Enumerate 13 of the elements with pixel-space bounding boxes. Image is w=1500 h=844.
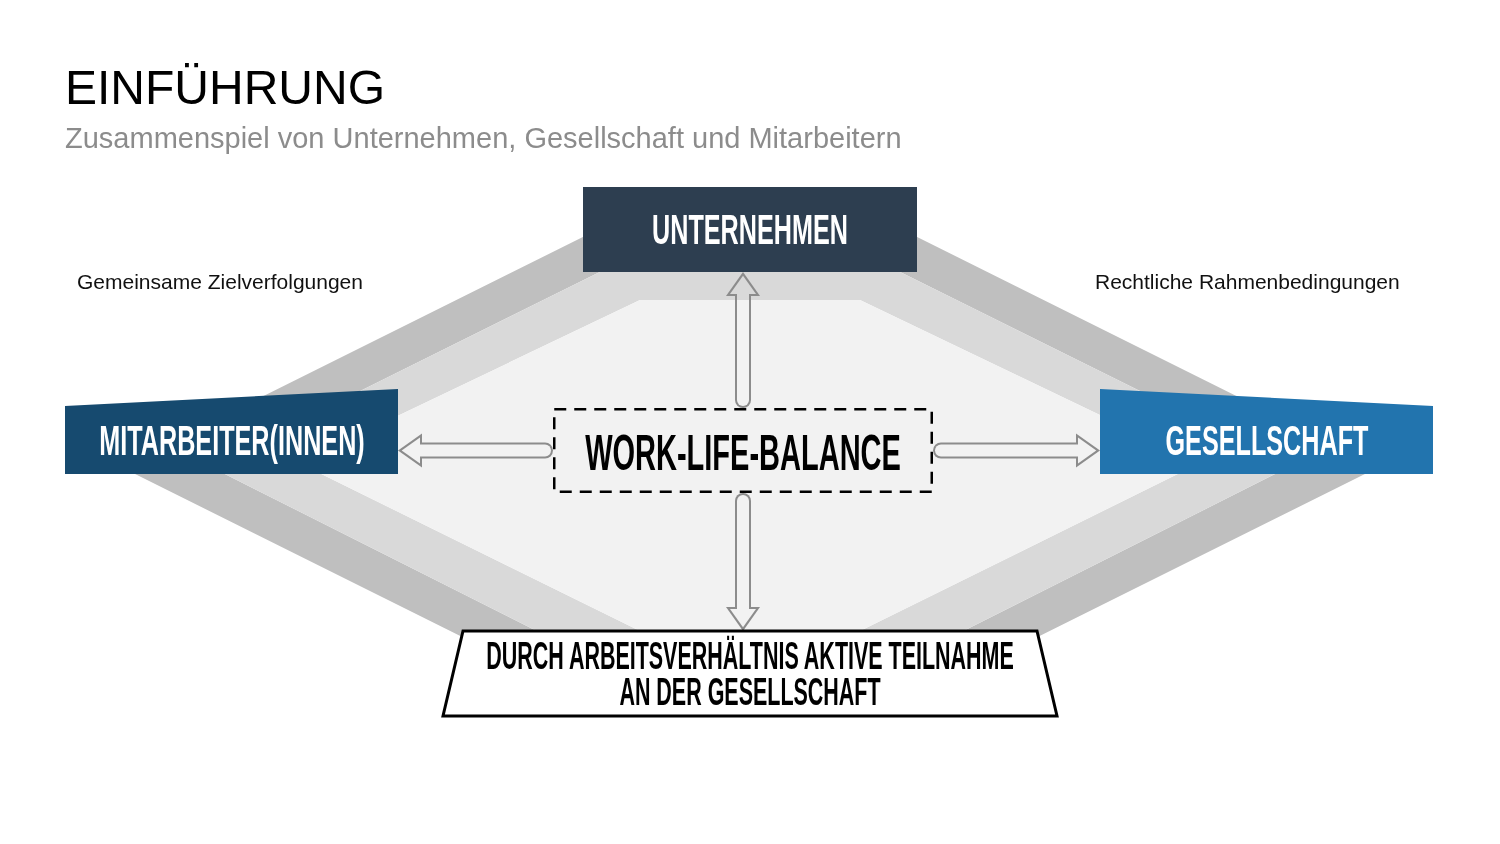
stakeholder-box <box>583 187 917 272</box>
page-title: EINFÜHRUNG <box>65 60 385 116</box>
subtitle: Zusammenspiel von Unternehmen, Gesellschaft und Mitarbeitern <box>65 121 902 156</box>
stakeholder-banner <box>1100 389 1433 474</box>
stakeholder-banner <box>65 389 398 474</box>
trapezoid-banner <box>443 631 1057 716</box>
relation-note: Gemeinsame Zielverfolgungen <box>77 269 363 295</box>
dashed-frame <box>553 408 933 493</box>
stakeholder-label: UNTERNEHMEN <box>652 209 848 251</box>
stakeholder-label: GESELLSCHAFT <box>1165 420 1368 462</box>
stakeholder-label: MITARBEITER(INNEN) <box>98 420 365 462</box>
balance-label: WORK-LIFE-BALANCE <box>585 428 901 478</box>
relation-note: Rechtliche Rahmenbedingungen <box>1095 269 1400 295</box>
